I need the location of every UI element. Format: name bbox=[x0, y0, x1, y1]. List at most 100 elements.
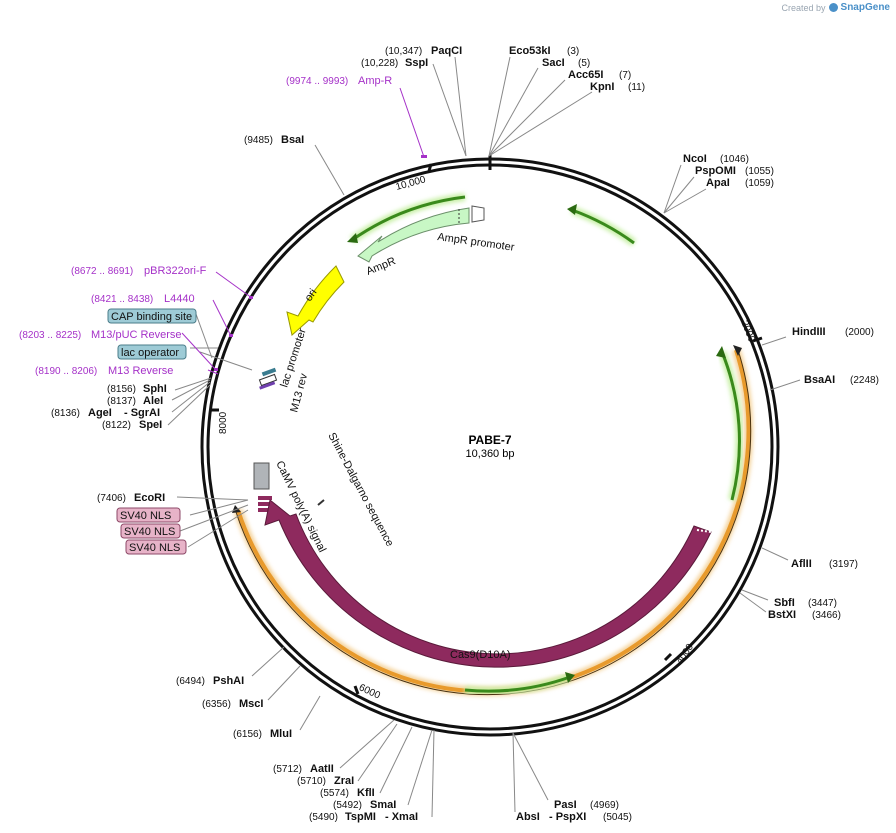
camv-polya-box[interactable] bbox=[253, 462, 270, 490]
bsaai-label[interactable]: BsaAI bbox=[804, 374, 835, 386]
sphi-label[interactable]: SphI bbox=[143, 383, 167, 395]
nls-mark-1 bbox=[258, 496, 272, 500]
m13-puc-reverse-label[interactable]: M13/pUC Reverse bbox=[91, 329, 181, 341]
agei-label[interactable]: AgeI bbox=[88, 407, 112, 419]
acc65i-label[interactable]: Acc65I bbox=[568, 69, 603, 81]
bstxi-label[interactable]: BstXI bbox=[768, 609, 796, 621]
saci-label[interactable]: SacI bbox=[542, 57, 565, 69]
tick-marks bbox=[210, 163, 763, 695]
alei-label[interactable]: AleI bbox=[143, 395, 163, 407]
paqci-label[interactable]: PaqCI bbox=[431, 45, 462, 57]
tick-label-4000: 4000 bbox=[674, 642, 696, 667]
pspomi-label[interactable]: PspOMI bbox=[695, 165, 736, 177]
primer-labels: (9974 .. 9993) Amp-R (8672 .. 8691) pBR3… bbox=[19, 75, 392, 377]
agei-pos: (8136) bbox=[51, 408, 80, 419]
nls-mark-2 bbox=[258, 502, 272, 506]
pbr322ori-f-label[interactable]: pBR322ori-F bbox=[144, 265, 207, 277]
tspmi-pos: (5490) bbox=[309, 812, 338, 823]
ecori-pos: (7406) bbox=[97, 493, 126, 504]
pshai-label[interactable]: PshAI bbox=[213, 675, 244, 687]
lac-operator-label: lac operator bbox=[121, 347, 179, 359]
aflii-pos: (3197) bbox=[829, 559, 858, 570]
green-orf-bottom[interactable] bbox=[464, 675, 571, 693]
aflii-label[interactable]: AflII bbox=[791, 558, 812, 570]
green-orf-right-arrowhead bbox=[716, 346, 726, 358]
kpni-label[interactable]: KpnI bbox=[590, 81, 614, 93]
enzyme-leader-lines bbox=[167, 56, 801, 818]
apai-pos: (1059) bbox=[745, 178, 774, 189]
mlui-label[interactable]: MluI bbox=[270, 728, 292, 740]
bsai-label[interactable]: BsaI bbox=[281, 134, 304, 146]
lac-operator-mark bbox=[261, 367, 277, 377]
lac-promoter-mark[interactable] bbox=[258, 373, 278, 387]
spei-pos: (8122) bbox=[102, 420, 131, 431]
pspomi-pos: (1055) bbox=[745, 166, 774, 177]
sv40-nls-box-2[interactable] bbox=[120, 523, 181, 539]
green-orf-right[interactable] bbox=[720, 351, 741, 501]
aatii-label[interactable]: AatII bbox=[310, 763, 334, 775]
green-orf-topleft[interactable] bbox=[351, 195, 466, 242]
ampr-arrow[interactable] bbox=[357, 207, 470, 263]
ecori-label[interactable]: EcoRI bbox=[134, 492, 165, 504]
absi-label[interactable]: AbsI bbox=[516, 811, 540, 823]
pbr322ori-f-range: (8672 .. 8691) bbox=[71, 266, 133, 277]
zrai-pos: (5710) bbox=[297, 776, 326, 787]
sspi-label[interactable]: SspI bbox=[405, 57, 428, 69]
sbfi-label[interactable]: SbfI bbox=[774, 597, 795, 609]
zrai-label[interactable]: ZraI bbox=[334, 775, 354, 787]
pasi-pos: (4969) bbox=[590, 800, 619, 811]
hindiii-label[interactable]: HindIII bbox=[792, 326, 826, 338]
sv40-nls-box-1[interactable] bbox=[116, 507, 181, 523]
pspxi-label[interactable]: - PspXI bbox=[549, 811, 586, 823]
msci-label[interactable]: MscI bbox=[239, 698, 263, 710]
sv40-nls-label-2: SV40 NLS bbox=[124, 526, 175, 538]
mlui-pos: (6156) bbox=[233, 729, 262, 740]
alei-pos: (8137) bbox=[107, 396, 136, 407]
orange-arrowhead-top bbox=[733, 345, 742, 356]
saci-pos: (5) bbox=[578, 58, 590, 69]
cas9-label: Cas9(D10A) bbox=[450, 649, 511, 661]
boxed-features: CAP binding site lac operator SV40 NLS S… bbox=[107, 308, 197, 555]
snapgene-logo-icon bbox=[828, 3, 838, 12]
cas9-arrow[interactable] bbox=[264, 499, 712, 668]
m13-puc-reverse-range: (8203 .. 8225) bbox=[19, 330, 81, 341]
green-orf-bottom-arrowhead bbox=[565, 672, 575, 683]
snapgene-credit: Created by SnapGene bbox=[782, 2, 891, 13]
apai-label[interactable]: ApaI bbox=[706, 177, 730, 189]
sv40-nls-label-3: SV40 NLS bbox=[129, 542, 180, 554]
cap-binding-site-label: CAP binding site bbox=[111, 311, 192, 323]
green-orf-topright[interactable] bbox=[571, 208, 635, 245]
eco53ki-label[interactable]: Eco53kI bbox=[509, 45, 551, 57]
green-orf-topright-arrowhead bbox=[567, 204, 577, 215]
smai-label[interactable]: SmaI bbox=[370, 799, 396, 811]
credit-brand: SnapGene bbox=[840, 2, 890, 13]
ori-arrow[interactable] bbox=[286, 265, 345, 336]
pasi-label[interactable]: PasI bbox=[554, 799, 577, 811]
ncoi-label[interactable]: NcoI bbox=[683, 153, 707, 165]
primer-marks bbox=[214, 155, 427, 371]
sv40-nls-box-3[interactable] bbox=[125, 539, 187, 555]
smai-pos: (5492) bbox=[333, 800, 362, 811]
m13-rev-mark bbox=[259, 381, 276, 390]
shine-dalgarno-label: Shine-Dalgarno sequence bbox=[325, 431, 395, 549]
kfli-label[interactable]: KflI bbox=[357, 787, 375, 799]
enzyme-labels: (10,347) PaqCI (10,228) SspI Eco53kI (3)… bbox=[51, 45, 879, 823]
xmai-label[interactable]: - XmaI bbox=[385, 811, 418, 823]
kpni-pos: (11) bbox=[628, 82, 645, 93]
ampr-promoter-arrow[interactable] bbox=[471, 205, 485, 223]
green-orf-topleft-arrowhead bbox=[347, 233, 358, 243]
sphi-pos: (8156) bbox=[107, 384, 136, 395]
pshai-pos: (6494) bbox=[176, 676, 205, 687]
m13-reverse-range: (8190 .. 8206) bbox=[35, 366, 97, 377]
lac-operator-box[interactable] bbox=[117, 344, 187, 360]
m13-reverse-label[interactable]: M13 Reverse bbox=[108, 365, 173, 377]
spei-label[interactable]: SpeI bbox=[139, 419, 162, 431]
sbfi-pos: (3447) bbox=[808, 598, 837, 609]
sspi-pos: (10,228) bbox=[361, 58, 398, 69]
amp-r-label[interactable]: Amp-R bbox=[358, 75, 392, 87]
bsai-pos: (9485) bbox=[244, 135, 273, 146]
tspmi-label[interactable]: TspMI bbox=[345, 811, 376, 823]
l4440-label[interactable]: L4440 bbox=[164, 293, 195, 305]
cap-binding-site-box[interactable] bbox=[107, 308, 197, 324]
sgrai-label[interactable]: - SgrAI bbox=[124, 407, 160, 419]
